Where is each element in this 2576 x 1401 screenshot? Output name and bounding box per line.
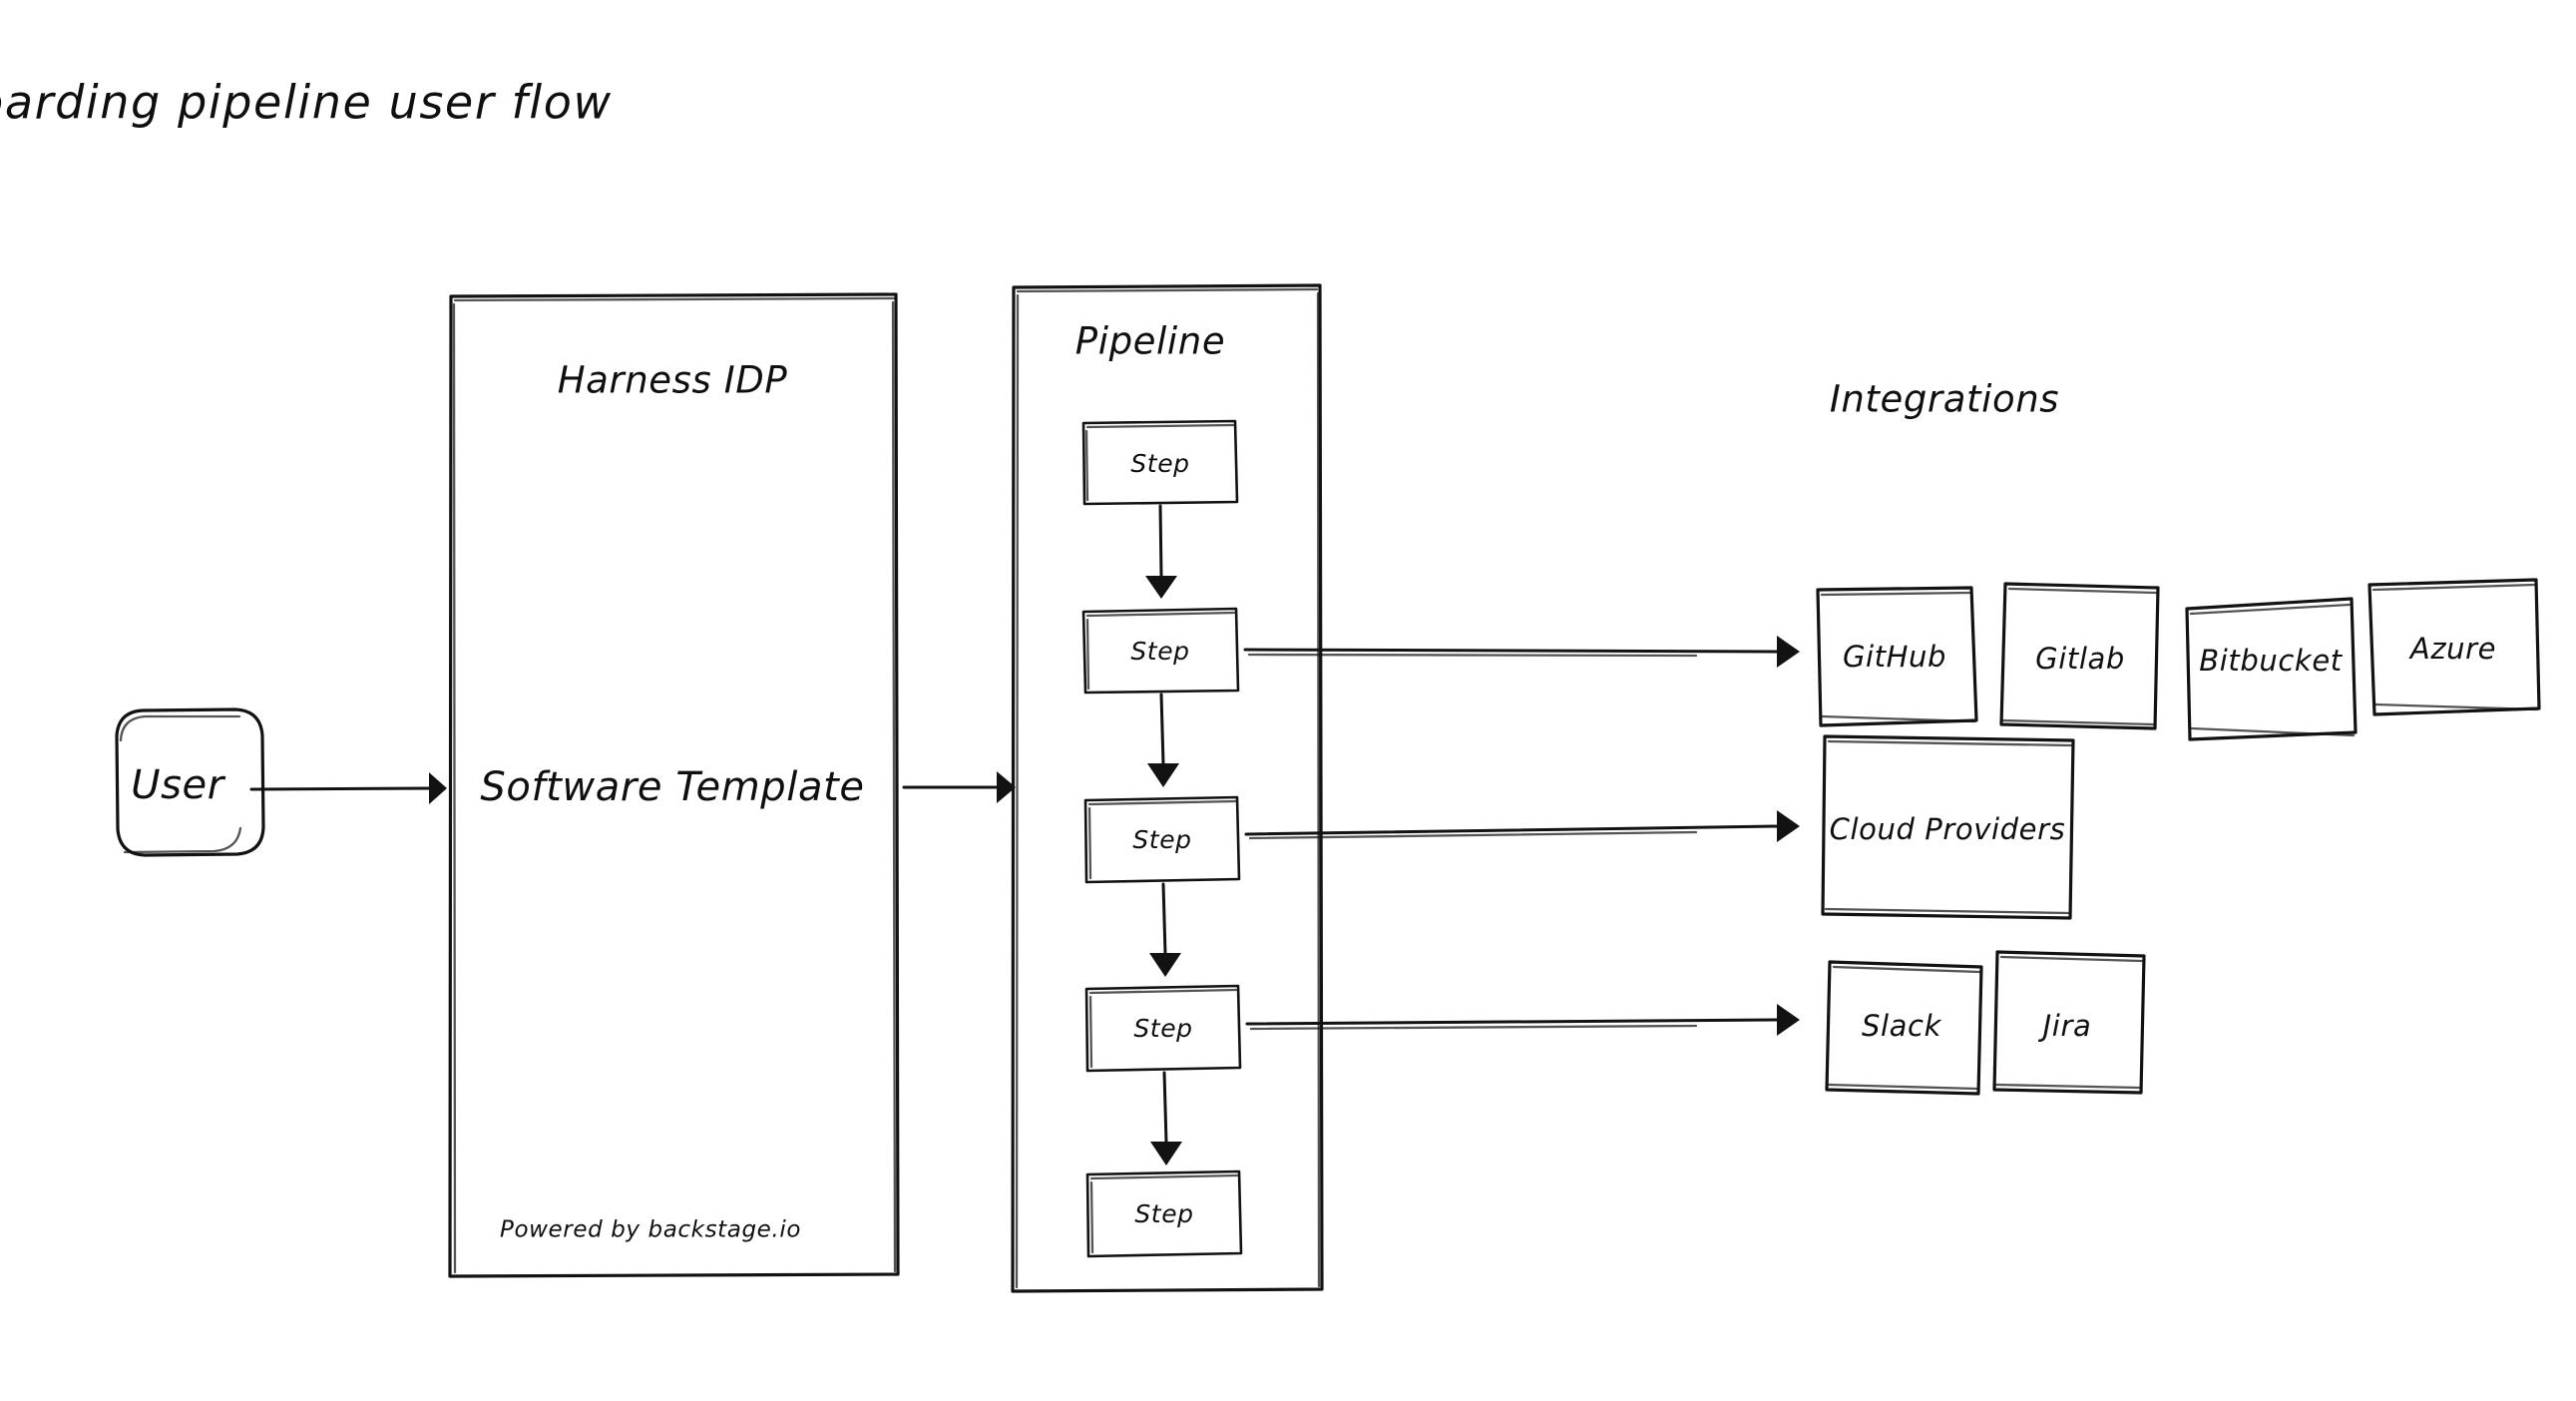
- pipeline-step-1[interactable]: Step: [1081, 419, 1239, 506]
- arrow-idp-to-pipeline-head: [997, 771, 1016, 803]
- azure-label: Azure: [2408, 632, 2496, 666]
- step-2-label: Step: [1130, 637, 1189, 666]
- pipeline-step-2[interactable]: Step: [1081, 607, 1240, 695]
- pipeline-left-overstroke: [1015, 293, 1020, 1289]
- integration-node-gitlab[interactable]: Gitlab: [1999, 582, 2160, 730]
- arrow-step2-to-step3: [1147, 693, 1179, 787]
- arrow-step3-to-cloud-line: [1244, 824, 1781, 836]
- harness-idp-outline: [448, 292, 900, 1278]
- step-5-overstroke: [1089, 1173, 1239, 1254]
- user-box-sketch-overstroke-2: [123, 826, 242, 854]
- arrow-step4-to-slack-line: [1245, 1018, 1781, 1026]
- step-2-outline: [1081, 607, 1240, 695]
- arrow-user-to-idp-line: [249, 786, 432, 791]
- jira-box-overstroke: [1994, 955, 2144, 1090]
- integration-node-jira[interactable]: Jira: [1992, 950, 2146, 1095]
- step-3-overstroke: [1087, 799, 1237, 880]
- integrations-title: Integrations: [1830, 378, 2059, 421]
- pipeline-right-overstroke: [1316, 291, 1321, 1288]
- powered-by-label: Powered by backstage.io: [500, 1217, 801, 1243]
- github-box-outline: [1816, 586, 1978, 727]
- harness-idp-left-overstroke: [452, 302, 457, 1274]
- gitlab-box-outline: [1999, 582, 2160, 730]
- integration-node-cloud-providers[interactable]: Cloud Providers: [1821, 734, 2075, 920]
- arrow-step2-to-github: [1243, 636, 1800, 668]
- harness-idp-title: Harness IDP: [558, 359, 788, 402]
- step-3-label: Step: [1132, 825, 1191, 854]
- jira-label: Jira: [2038, 1009, 2092, 1043]
- step-1-label: Step: [1130, 449, 1189, 478]
- cloud-providers-box-overstroke: [1824, 739, 2073, 915]
- node-user[interactable]: User: [115, 707, 265, 857]
- arrow-step1-to-step2-head: [1145, 576, 1177, 599]
- github-label: GitHub: [1843, 640, 1946, 674]
- bitbucket-box-outline: [2185, 597, 2358, 741]
- arrow-step2-to-step3-line: [1159, 693, 1165, 766]
- step-5-label: Step: [1134, 1199, 1193, 1228]
- slack-box-overstroke: [1827, 965, 1981, 1091]
- harness-idp-top-overstroke: [453, 296, 896, 302]
- software-template-label: Software Template: [480, 764, 864, 810]
- pipeline-title: Pipeline: [1075, 320, 1225, 363]
- pipeline-step-5[interactable]: Step: [1085, 1169, 1243, 1258]
- gitlab-box-overstroke: [2001, 587, 2158, 726]
- integration-node-bitbucket[interactable]: Bitbucket: [2185, 597, 2358, 741]
- slack-label: Slack: [1862, 1009, 1942, 1043]
- step-2-overstroke: [1085, 611, 1236, 691]
- arrow-step3-to-cloud: [1244, 810, 1800, 842]
- cloud-providers-box-outline: [1821, 734, 2075, 920]
- azure-box-outline: [2367, 578, 2541, 716]
- step-4-label: Step: [1133, 1014, 1192, 1043]
- arrow-step4-to-slack-overstroke: [1249, 1024, 1698, 1031]
- arrow-step4-to-step5-line: [1162, 1071, 1168, 1145]
- arrow-step2-to-github-line: [1243, 648, 1781, 654]
- step-4-outline: [1084, 984, 1242, 1073]
- user-label: User: [131, 762, 226, 808]
- slack-box-outline: [1825, 960, 1983, 1096]
- step-1-outline: [1081, 419, 1239, 506]
- arrow-step2-to-github-overstroke: [1247, 653, 1698, 658]
- arrow-step4-to-step5-head: [1150, 1142, 1182, 1166]
- bitbucket-box-overstroke: [2189, 603, 2356, 737]
- arrow-step4-to-slack: [1245, 1004, 1800, 1036]
- arrow-step1-to-step2: [1145, 504, 1177, 599]
- user-box-sketch-overstroke: [119, 714, 241, 742]
- harness-idp-right-overstroke: [891, 300, 897, 1273]
- integration-node-github[interactable]: GitHub: [1816, 586, 1978, 727]
- arrow-step3-to-cloud-overstroke: [1248, 830, 1698, 840]
- arrow-idp-to-pipeline: [902, 771, 1016, 803]
- page-title: A service onboarding pipeline user flow: [0, 76, 613, 130]
- arrow-user-to-idp: [249, 772, 447, 804]
- gitlab-label: Gitlab: [2035, 642, 2125, 676]
- arrow-step2-to-github-head: [1777, 636, 1800, 668]
- bitbucket-label: Bitbucket: [2199, 644, 2343, 678]
- integration-node-azure[interactable]: Azure: [2367, 578, 2541, 716]
- pipeline-step-4[interactable]: Step: [1084, 984, 1242, 1073]
- step-1-overstroke: [1084, 423, 1235, 502]
- integration-node-slack[interactable]: Slack: [1825, 960, 1983, 1096]
- step-3-outline: [1083, 795, 1241, 884]
- arrow-step2-to-step3-head: [1147, 763, 1179, 787]
- azure-box-overstroke: [2371, 583, 2539, 711]
- jira-box-outline: [1992, 950, 2146, 1095]
- arrow-step4-to-slack-head: [1777, 1004, 1800, 1036]
- arrow-step3-to-step4-line: [1161, 882, 1167, 956]
- arrow-step3-to-cloud-head: [1777, 810, 1800, 842]
- arrow-user-to-idp-head: [429, 772, 447, 804]
- container-pipeline[interactable]: Pipeline Step Step Step: [1011, 283, 1324, 1293]
- pipeline-step-3[interactable]: Step: [1083, 795, 1241, 884]
- pipeline-outline: [1011, 283, 1324, 1293]
- arrow-step3-to-step4-head: [1149, 953, 1181, 977]
- container-harness-idp[interactable]: Harness IDP Software Template Powered by…: [448, 292, 900, 1278]
- arrow-step3-to-step4: [1149, 882, 1181, 977]
- arrow-step4-to-step5: [1150, 1071, 1182, 1166]
- step-4-overstroke: [1088, 988, 1238, 1069]
- step-5-outline: [1085, 1169, 1243, 1258]
- github-box-overstroke: [1820, 591, 1976, 723]
- pipeline-top-overstroke: [1016, 287, 1319, 293]
- cloud-providers-label: Cloud Providers: [1830, 812, 2066, 846]
- arrow-step1-to-step2-line: [1158, 504, 1163, 579]
